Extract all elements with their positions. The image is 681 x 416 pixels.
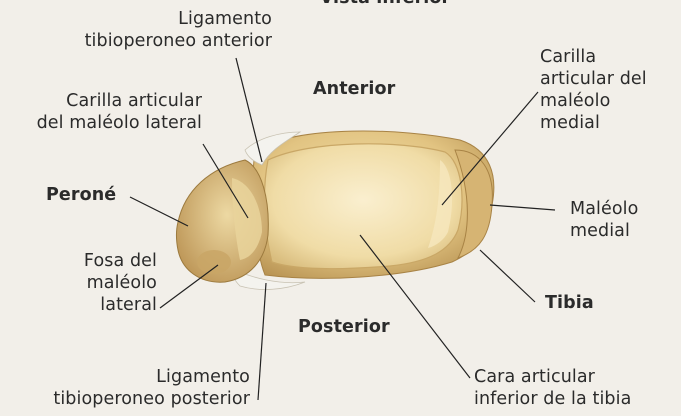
label-fosa: Fosa del maléolo lateral [0, 250, 157, 316]
label-lig-anterior: Ligamento tibioperoneo anterior [0, 8, 272, 52]
label-posterior: Posterior [298, 316, 390, 338]
label-perone: Peroné [46, 184, 116, 206]
label-anterior: Anterior [313, 78, 395, 100]
tibia-articular-face [265, 144, 462, 269]
leader-perone [130, 197, 188, 226]
label-carilla-lateral: Carilla articular del maléolo lateral [0, 90, 202, 134]
title-partial: Vista inferior [285, 0, 485, 9]
label-maleolo-medial: Maléolo medial [570, 198, 638, 242]
lateral-malleolus-fossa [197, 250, 231, 274]
leader-tibia [480, 250, 535, 302]
leader-fosa [160, 265, 218, 308]
label-lig-posterior: Ligamento tibioperoneo posterior [0, 366, 250, 410]
label-carilla-medial: Carilla articular del maléolo medial [540, 46, 647, 134]
label-cara-inferior: Cara articular inferior de la tibia [474, 366, 631, 410]
label-tibia: Tibia [545, 292, 594, 314]
leader-lig-posterior [258, 283, 266, 400]
leader-maleolo-medial [490, 205, 555, 210]
